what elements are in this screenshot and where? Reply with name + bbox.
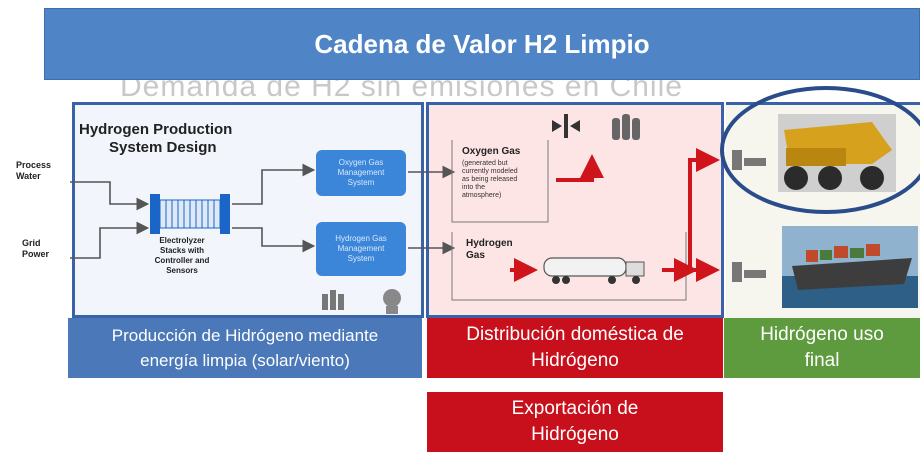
compressor-icon <box>552 114 580 138</box>
oxygen-note-line5: atmosphere) <box>462 192 502 199</box>
fuel-dispenser-icon <box>732 150 766 282</box>
final-use-label-line2: final <box>804 350 840 371</box>
highlight-ellipse <box>720 86 920 214</box>
grid-power-label-line2: Power <box>22 249 50 259</box>
production-label-line1: Producción de Hidrógeno mediante <box>111 326 379 345</box>
distribution-label: Distribución doméstica de Hidrógeno <box>427 318 723 378</box>
container-ship-image <box>782 226 918 308</box>
oxygen-gas-note: (generated but currently modeled as bein… <box>462 160 518 200</box>
electrolyzer-caption-line4: Sensors <box>166 266 198 275</box>
oxygen-note-line4: into the <box>462 184 485 191</box>
final-use-label: Hidrógeno uso final <box>724 318 920 378</box>
electrolyzer-caption-line1: Electrolyzer <box>159 236 205 245</box>
process-water-label-line1: Process <box>16 160 52 170</box>
tank-cylinders-icon <box>612 114 640 140</box>
process-water-label-line2: Water <box>16 171 41 181</box>
input-arrows <box>70 163 456 259</box>
distribution-panel <box>426 102 724 318</box>
oxygen-gas-title: Oxygen Gas <box>462 146 521 157</box>
oxygen-management-line1: Oxygen Gas <box>338 158 384 167</box>
hydrogen-gas-label-line1: Hydrogen <box>466 238 513 249</box>
hydrogen-management-line3: System <box>347 254 375 263</box>
electrolyzer-caption-line3: Controller and <box>154 256 210 265</box>
storage-tank-icons <box>322 289 401 314</box>
production-panel: Hydrogen Production System Design <box>72 102 424 318</box>
production-label: Producción de Hidrógeno mediante energía… <box>68 318 422 378</box>
oxygen-note-line3: as being released <box>462 176 518 183</box>
hydrogen-gas-label-line2: Gas <box>466 250 485 261</box>
oxygen-note-line1: (generated but <box>462 160 508 167</box>
distribution-label-line2: Hidrógeno <box>531 350 619 371</box>
hydrogen-management-line2: Management <box>337 244 385 253</box>
tanker-truck-icon <box>543 257 645 284</box>
grid-power-label-line1: Grid <box>22 238 41 248</box>
production-heading: Hydrogen Production System Design <box>79 121 232 157</box>
title-text: Cadena de Valor H2 Limpio <box>314 28 650 59</box>
process-water-label: Process Water <box>16 160 51 182</box>
production-heading-line2: System Design <box>109 139 217 156</box>
oxygen-release-arrow <box>556 154 604 182</box>
export-label: Exportación de Hidrógeno <box>427 392 723 452</box>
final-use-label-line1: Hidrógeno uso <box>760 324 884 345</box>
electrolyzer-caption: Electrolyzer Stacks with Controller and … <box>140 236 224 276</box>
oxygen-note-line2: currently modeled <box>462 168 518 175</box>
hydrogen-management-line1: Hydrogen Gas <box>335 234 387 243</box>
mining-truck-image <box>778 114 896 192</box>
export-label-line2: Hidrógeno <box>531 424 619 445</box>
oxygen-management-box: Oxygen Gas Management System <box>316 150 406 196</box>
export-label-line1: Exportación de <box>511 398 639 419</box>
grid-power-label: Grid Power <box>22 238 49 260</box>
hydrogen-distribution-arrows <box>510 148 720 282</box>
title-banner: Cadena de Valor H2 Limpio <box>44 8 920 80</box>
production-heading-line1: Hydrogen Production <box>79 121 233 138</box>
electrolyzer-stack-icon <box>150 194 230 234</box>
hydrogen-management-box: Hydrogen Gas Management System <box>316 222 406 276</box>
distribution-label-line1: Distribución doméstica de <box>466 324 684 345</box>
hydrogen-gas-label: Hydrogen Gas <box>466 238 513 262</box>
production-label-line2: energía limpia (solar/viento) <box>140 351 350 370</box>
oxygen-management-line3: System <box>347 178 375 187</box>
electrolyzer-caption-line2: Stacks with <box>159 246 204 255</box>
oxygen-management-line2: Management <box>337 168 385 177</box>
